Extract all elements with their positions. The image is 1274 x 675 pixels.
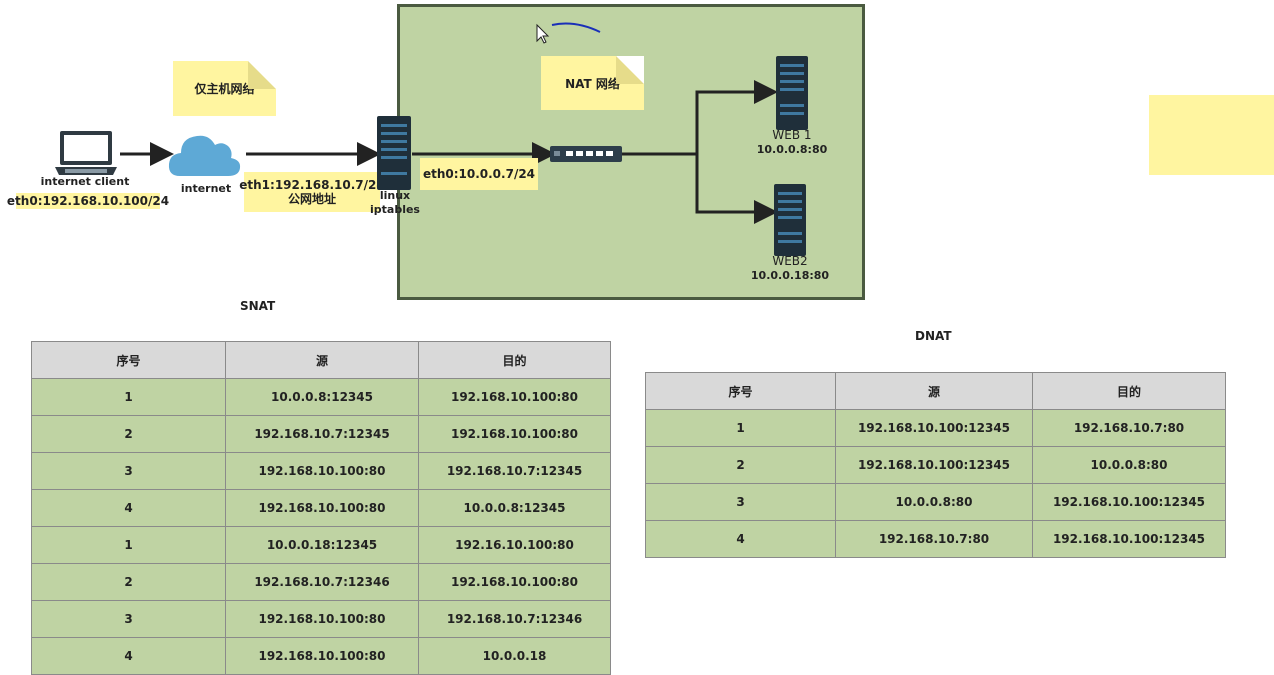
linux-label: linux iptables: [368, 189, 422, 217]
dnat-cell: 192.168.10.7:80: [835, 520, 1033, 558]
web2-name: WEB2: [772, 254, 808, 268]
eth0-inner-note: eth0:10.0.0.7/24: [420, 158, 538, 190]
snat-header-src: 源: [225, 341, 419, 379]
snat-cell: 192.168.10.7:12346: [418, 600, 611, 638]
snat-cell: 192.168.10.7:12345: [418, 452, 611, 490]
snat-cell: 2: [31, 415, 226, 453]
host-network-label: 仅主机网络: [194, 82, 255, 96]
snat-cell: 10.0.0.18: [418, 637, 611, 675]
pen-stroke: [551, 22, 601, 33]
eth0-inner-label: eth0:10.0.0.7/24: [422, 167, 536, 181]
link-switch-web2: [695, 154, 778, 224]
dnat-header-row: 序号 源 目的: [645, 372, 1226, 410]
snat-cell: 1: [31, 378, 226, 416]
cursor-icon: [536, 23, 550, 44]
snat-header-row: 序号 源 目的: [31, 341, 611, 379]
snat-cell: 192.168.10.7:12346: [225, 563, 419, 601]
snat-cell: 192.168.10.100:80: [418, 415, 611, 453]
dnat-cell: 1: [645, 409, 836, 447]
snat-cell: 4: [31, 489, 226, 527]
dnat-header-dst: 目的: [1032, 372, 1226, 410]
snat-cell: 10.0.0.18:12345: [225, 526, 419, 564]
snat-cell: 192.168.10.100:80: [225, 489, 419, 527]
dnat-cell: 192.168.10.100:12345: [1032, 483, 1226, 521]
web2-addr: 10.0.0.18:80: [750, 269, 830, 282]
laptop-icon: [55, 131, 117, 175]
dnat-title: DNAT: [915, 329, 952, 343]
snat-cell: 192.168.10.7:12345: [225, 415, 419, 453]
dnat-cell: 192.168.10.7:80: [1032, 409, 1226, 447]
dnat-cell: 10.0.0.8:80: [1032, 446, 1226, 484]
snat-cell: 192.16.10.100:80: [418, 526, 611, 564]
snat-cell: 10.0.0.8:12345: [418, 489, 611, 527]
snat-cell: 192.168.10.100:80: [418, 378, 611, 416]
dnat-cell: 2: [645, 446, 836, 484]
snat-cell: 4: [31, 637, 226, 675]
host-network-note: 仅主机网络: [173, 61, 276, 116]
dnat-header-src: 源: [835, 372, 1033, 410]
nat-network-label: NAT 网络: [565, 76, 620, 91]
snat-cell: 192.168.10.100:80: [225, 600, 419, 638]
linux-line1: linux: [379, 189, 411, 202]
web2-server-icon: [774, 184, 806, 256]
snat-cell: 192.168.10.100:80: [225, 637, 419, 675]
snat-cell: 10.0.0.8:12345: [225, 378, 419, 416]
snat-cell: 192.168.10.100:80: [418, 563, 611, 601]
linux-line2: iptables: [370, 203, 420, 216]
dnat-cell: 4: [645, 520, 836, 558]
link-switch-web1: [620, 80, 778, 156]
snat-header-dst: 目的: [418, 341, 611, 379]
dnat-cell: 3: [645, 483, 836, 521]
client-ip-note: eth0:192.168.10.100/24: [7, 193, 169, 209]
linux-server-icon: [377, 116, 411, 190]
eth1-note: eth1:192.168.10.7/24 公网地址: [239, 172, 385, 212]
client-name: internet client: [40, 175, 130, 188]
eth1-label: eth1:192.168.10.7/24: [239, 178, 385, 192]
dnat-header-seq: 序号: [645, 372, 836, 410]
snat-cell: 192.168.10.100:80: [225, 452, 419, 490]
snat-cell: 3: [31, 600, 226, 638]
web1-server-icon: [776, 56, 808, 130]
cloud-icon: [168, 135, 241, 176]
public-addr-label: 公网地址: [287, 192, 336, 206]
internet-label: internet: [180, 182, 232, 195]
snat-title: SNAT: [240, 299, 276, 313]
snat-cell: 2: [31, 563, 226, 601]
dnat-cell: 192.168.10.100:12345: [1032, 520, 1226, 558]
snat-header-seq: 序号: [31, 341, 226, 379]
snat-cell: 3: [31, 452, 226, 490]
web1-name: WEB 1: [772, 128, 812, 142]
nat-network-note: NAT 网络: [541, 56, 644, 110]
blank-sticky-note: [1149, 95, 1274, 175]
dnat-cell: 192.168.10.100:12345: [835, 409, 1033, 447]
dnat-cell: 192.168.10.100:12345: [835, 446, 1033, 484]
dnat-cell: 10.0.0.8:80: [835, 483, 1033, 521]
switch-icon: [550, 146, 622, 162]
client-ip-label: eth0:192.168.10.100/24: [6, 194, 170, 208]
snat-cell: 1: [31, 526, 226, 564]
web1-addr: 10.0.0.8:80: [756, 143, 828, 156]
